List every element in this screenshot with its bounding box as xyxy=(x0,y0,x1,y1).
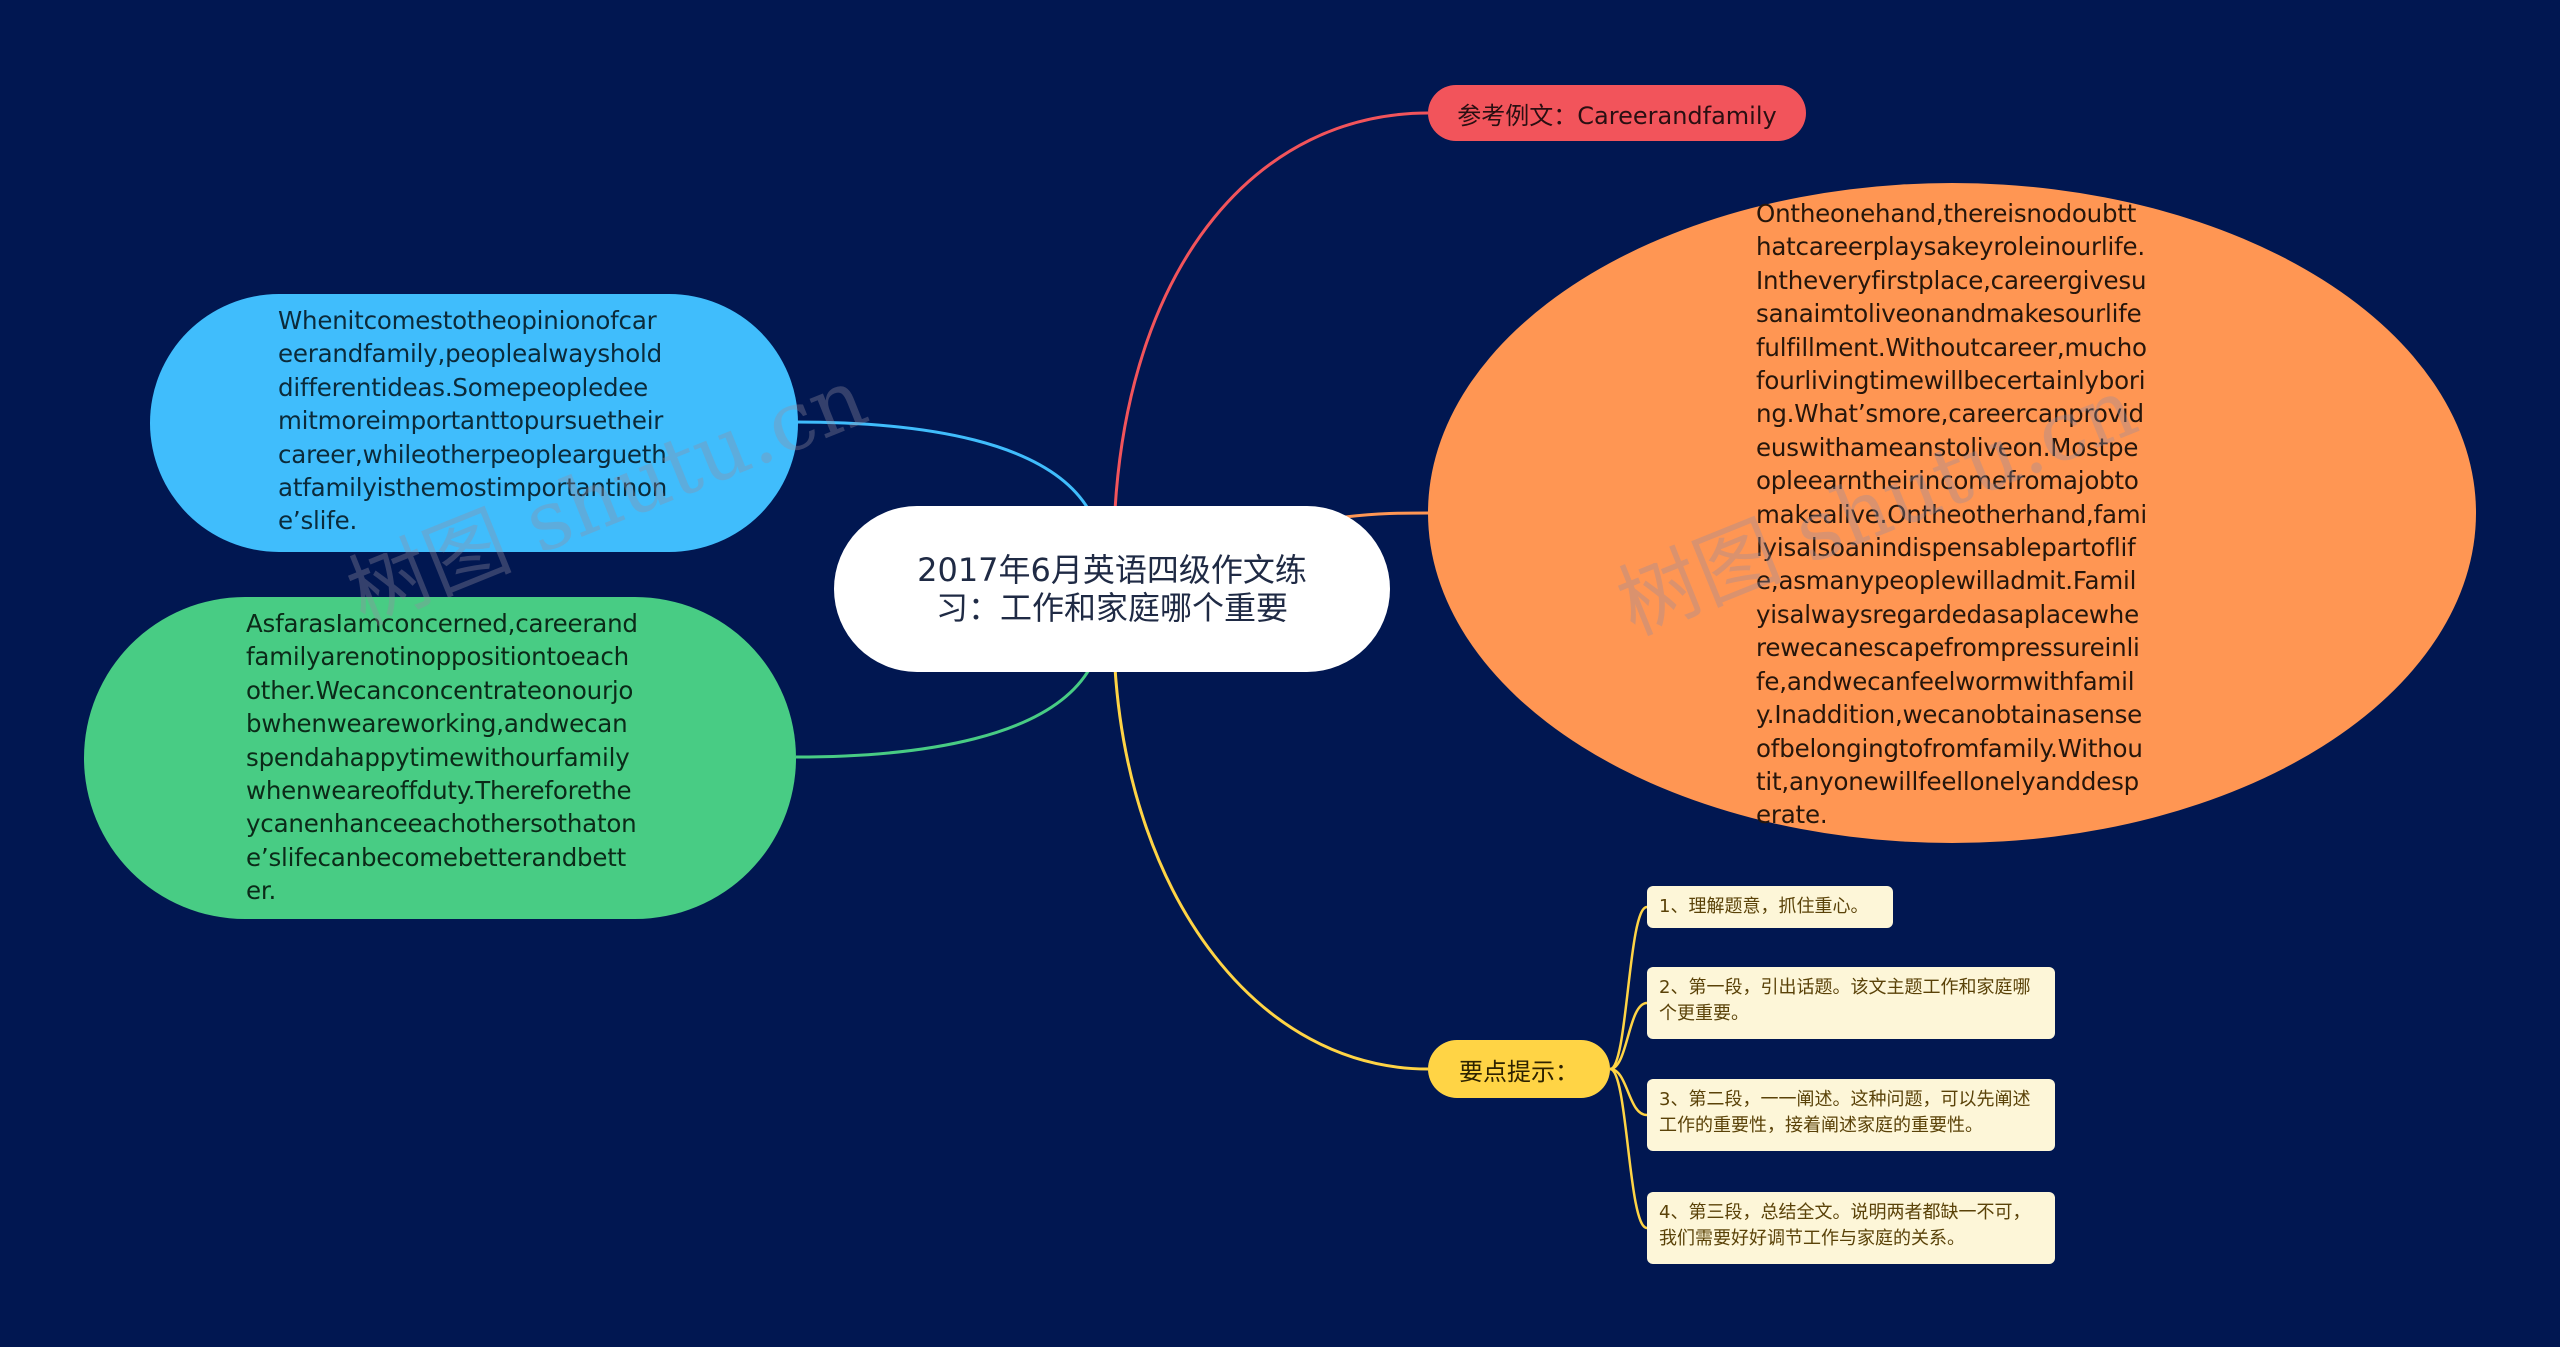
link-paragraph-right xyxy=(1344,511,1431,519)
paragraph-left-bottom-node[interactable]: AsfarasIamconcerned,careerandfamilyareno… xyxy=(84,597,796,919)
tip-item-2[interactable]: 2、第一段，引出话题。该文主题工作和家庭哪个更重要。 xyxy=(1647,967,2055,1039)
link-paragraph-left-top xyxy=(794,420,1092,513)
tips-label: 要点提示： xyxy=(1459,1057,1579,1086)
paragraph-left-top-text: Whenitcomestotheopinionofcareerandfamily… xyxy=(278,306,668,536)
paragraph-right-text: Ontheonehand,thereisnodoubtthatcareerpla… xyxy=(1756,199,2148,830)
link-tip-4 xyxy=(1609,1067,1648,1230)
link-tip-1 xyxy=(1609,905,1648,1071)
paragraph-left-bottom-text: AsfarasIamconcerned,careerandfamilyareno… xyxy=(246,609,638,906)
central-topic-text: 2017年6月英语四级作文练习：工作和家庭哪个重要 xyxy=(917,551,1307,627)
central-topic-node[interactable]: 2017年6月英语四级作文练习：工作和家庭哪个重要 xyxy=(834,506,1390,672)
reference-node[interactable]: 参考例文：Careerandfamily xyxy=(1428,85,1806,141)
paragraph-left-top-node[interactable]: Whenitcomestotheopinionofcareerandfamily… xyxy=(150,294,798,552)
paragraph-right-node[interactable]: Ontheonehand,thereisnodoubtthatcareerpla… xyxy=(1428,183,2476,843)
link-reference xyxy=(1113,111,1429,511)
tip-item-1[interactable]: 1、理解题意，抓住重心。 xyxy=(1647,886,1893,928)
tip-item-4-text: 4、第三段，总结全文。说明两者都缺一不可，我们需要好好调节工作与家庭的关系。 xyxy=(1659,1202,2031,1249)
reference-label: 参考例文：Careerandfamily xyxy=(1457,101,1777,130)
link-paragraph-left-bottom xyxy=(795,667,1092,759)
link-tips xyxy=(1113,667,1429,1071)
tip-item-1-text: 1、理解题意，抓住重心。 xyxy=(1659,896,1869,917)
tip-item-3[interactable]: 3、第二段，一一阐述。这种问题，可以先阐述工作的重要性，接着阐述家庭的重要性。 xyxy=(1647,1079,2055,1151)
tip-item-4[interactable]: 4、第三段，总结全文。说明两者都缺一不可，我们需要好好调节工作与家庭的关系。 xyxy=(1647,1192,2055,1264)
link-tip-2 xyxy=(1609,1001,1648,1071)
tip-item-2-text: 2、第一段，引出话题。该文主题工作和家庭哪个更重要。 xyxy=(1659,977,2031,1024)
link-tip-3 xyxy=(1609,1067,1648,1117)
tip-item-3-text: 3、第二段，一一阐述。这种问题，可以先阐述工作的重要性，接着阐述家庭的重要性。 xyxy=(1659,1089,2031,1136)
tips-node[interactable]: 要点提示： xyxy=(1428,1040,1610,1098)
